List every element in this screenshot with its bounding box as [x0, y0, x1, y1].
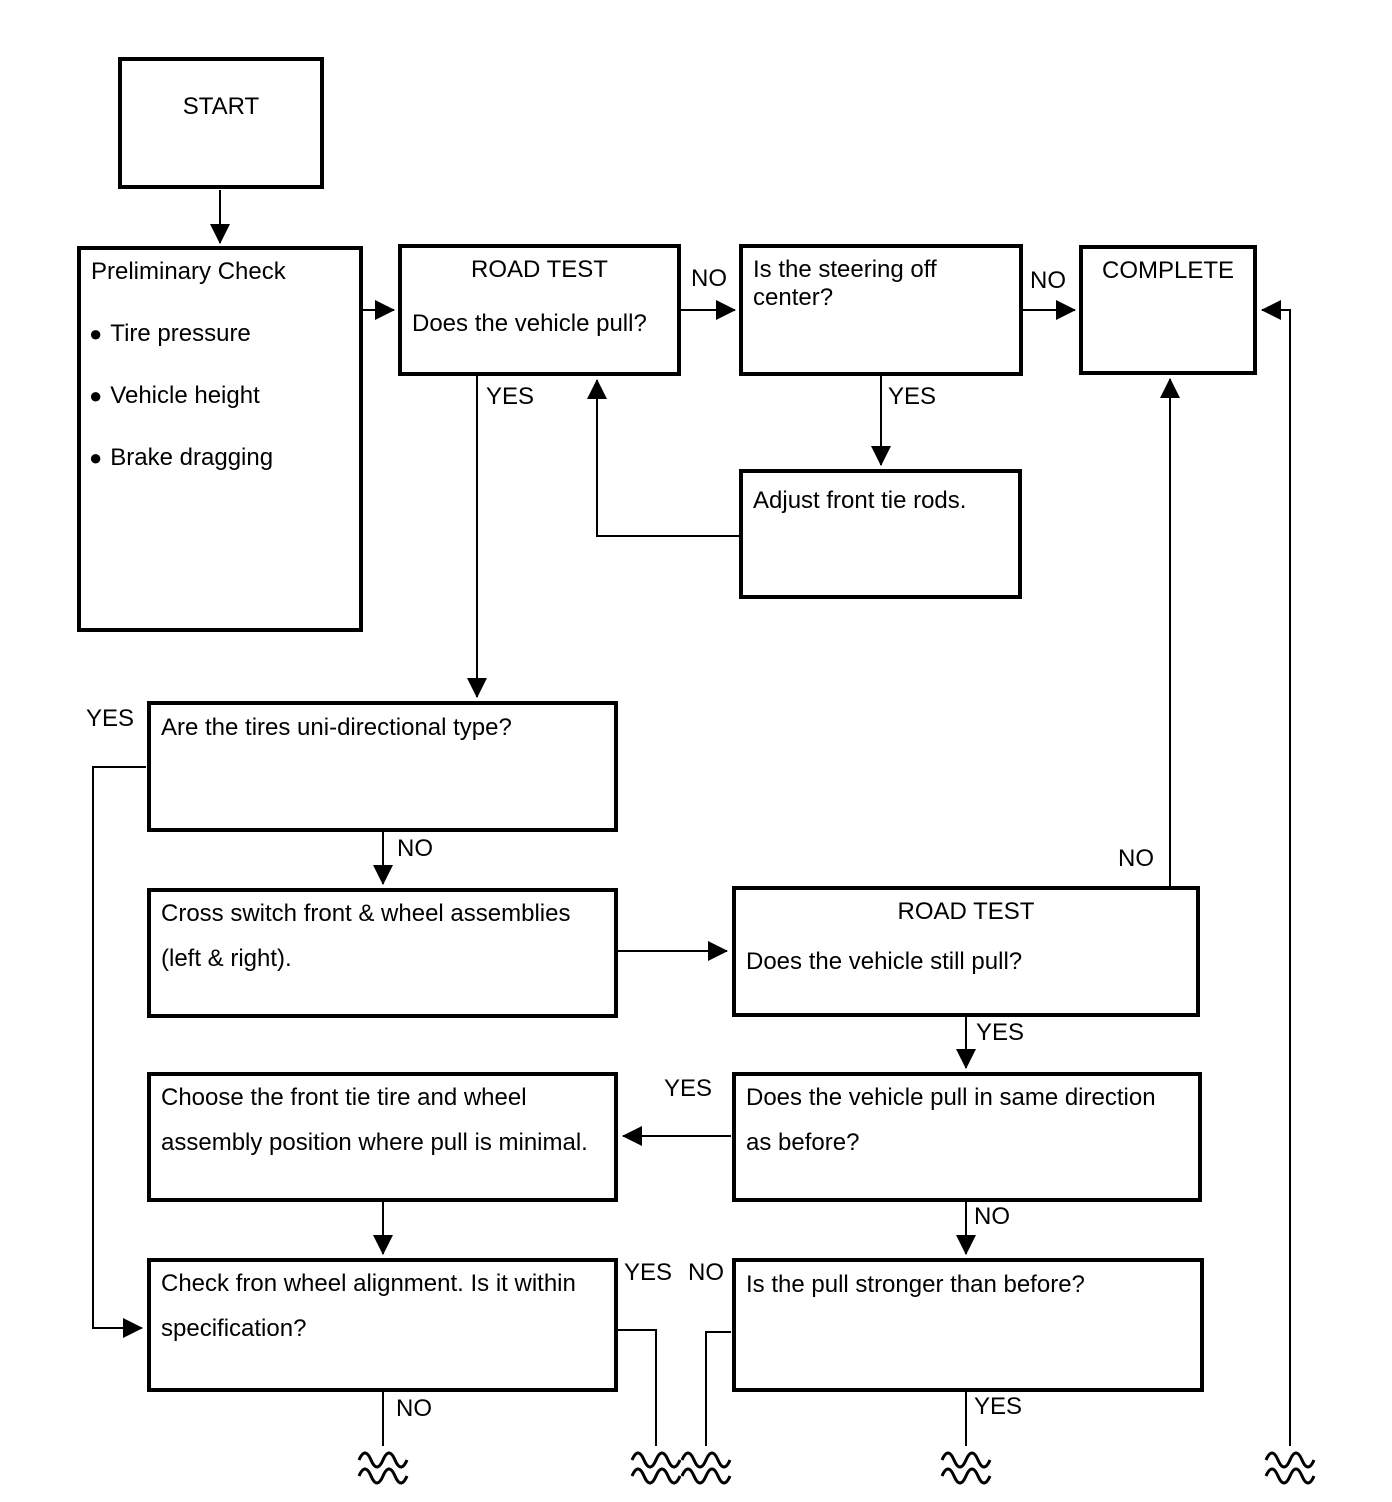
- steering-question: Is the steering off center?: [753, 256, 937, 311]
- road-test-1-question: Does the vehicle pull?: [412, 310, 647, 337]
- road-test-2-question: Does the vehicle still pull?: [746, 948, 1023, 975]
- preliminary-item-label: Tire pressure: [110, 320, 251, 347]
- edge-label-rt2-no: NO: [1116, 845, 1156, 872]
- node-check-alignment: Check fron wheel alignment. Is it within…: [147, 1258, 618, 1392]
- complete-label: COMPLETE: [1101, 257, 1235, 284]
- edge-adjust-return-to-roadtest1: [587, 379, 739, 537]
- check-alignment-line2: specification?: [161, 1315, 307, 1342]
- bullet-icon: ●: [89, 321, 103, 346]
- break-symbol: [1264, 1451, 1316, 1485]
- node-complete: COMPLETE: [1079, 245, 1257, 375]
- edge-label-stronger-no: NO: [686, 1259, 726, 1286]
- tires-question: Are the tires uni-directional type?: [161, 714, 512, 741]
- edge-label-steer-no: NO: [1028, 267, 1068, 294]
- edge-label-tires-no: NO: [395, 835, 435, 862]
- edge-label-rt1-no: NO: [689, 265, 729, 292]
- preliminary-title: Preliminary Check: [91, 258, 286, 285]
- cross-switch-line2: (left & right).: [161, 945, 292, 972]
- bullet-icon: ●: [89, 383, 103, 408]
- edge-label-tires-yes: YES: [84, 705, 137, 732]
- choose-position-line1: Choose the front tie tire and wheel: [161, 1084, 527, 1111]
- edge-label-same-dir-yes: YES: [662, 1075, 715, 1102]
- pull-stronger-question: Is the pull stronger than before?: [746, 1271, 1085, 1298]
- edge-stronger-no-down: [705, 1331, 731, 1446]
- road-test-2-title: ROAD TEST: [897, 898, 1035, 925]
- node-tires-unidirectional: Are the tires uni-directional type?: [147, 701, 618, 832]
- same-direction-line2: as before?: [746, 1129, 860, 1156]
- edge-return-to-complete: [1261, 300, 1291, 1446]
- start-label: START: [182, 93, 260, 120]
- edge-tires-yes-to-checkalignment: [92, 766, 146, 1338]
- same-direction-line1: Does the vehicle pull in same direction: [746, 1084, 1156, 1111]
- edge-label-same-dir-no: NO: [972, 1203, 1012, 1230]
- list-item: ● Vehicle height: [89, 382, 359, 410]
- edge-label-steer-yes: YES: [886, 383, 939, 410]
- edge-check-yes-down: [618, 1329, 657, 1446]
- edge-label-check-no: NO: [394, 1395, 434, 1422]
- break-symbol: [357, 1451, 409, 1485]
- break-symbol: [940, 1451, 992, 1485]
- road-test-1-title: ROAD TEST: [471, 256, 608, 283]
- break-symbol: [680, 1451, 732, 1485]
- choose-position-line2: assembly position where pull is minimal.: [161, 1129, 588, 1156]
- node-adjust-tie-rods: Adjust front tie rods.: [739, 469, 1022, 599]
- edge-label-stronger-yes: YES: [972, 1393, 1025, 1420]
- check-alignment-line1: Check fron wheel alignment. Is it within: [161, 1270, 576, 1297]
- node-start: START: [118, 57, 324, 189]
- node-same-direction: Does the vehicle pull in same direction …: [732, 1072, 1202, 1202]
- bullet-icon: ●: [89, 445, 103, 470]
- preliminary-item-label: Brake dragging: [110, 444, 274, 471]
- edge-label-rt2-yes: YES: [974, 1019, 1027, 1046]
- cross-switch-line1: Cross switch front & wheel assemblies: [161, 900, 571, 927]
- node-road-test-2: ROAD TEST Does the vehicle still pull?: [732, 886, 1200, 1017]
- break-symbol: [630, 1451, 682, 1485]
- list-item: ● Brake dragging: [89, 444, 359, 472]
- edge-label-rt1-yes: YES: [484, 383, 537, 410]
- list-item: ● Tire pressure: [89, 320, 359, 348]
- node-cross-switch: Cross switch front & wheel assemblies (l…: [147, 888, 618, 1018]
- node-preliminary-check: Preliminary Check ● Tire pressure ● Vehi…: [77, 246, 363, 632]
- node-road-test-1: ROAD TEST Does the vehicle pull?: [398, 244, 681, 376]
- node-steering-off-center: Is the steering off center?: [739, 244, 1023, 376]
- node-pull-stronger: Is the pull stronger than before?: [732, 1258, 1204, 1392]
- edge-label-check-yes: YES: [622, 1259, 675, 1286]
- adjust-label: Adjust front tie rods.: [753, 487, 967, 514]
- node-choose-position: Choose the front tie tire and wheel asse…: [147, 1072, 618, 1202]
- preliminary-item-label: Vehicle height: [110, 382, 260, 409]
